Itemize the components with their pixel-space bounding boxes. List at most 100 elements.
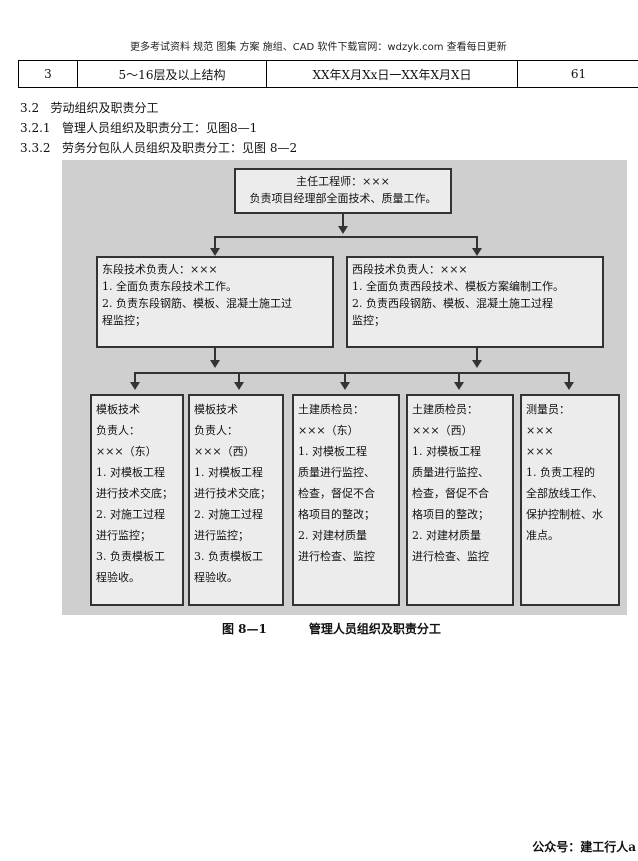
section-title: 劳动组织及职责分工	[50, 101, 159, 115]
box-line: 质量进行监控、	[412, 466, 489, 479]
formwork-lead-east-box: 模板技术 负责人： ×××（东） 1. 对模板工程 进行技术交底； 2. 对施工…	[90, 394, 184, 606]
box-line: 2. 对施工过程	[194, 508, 263, 521]
arrow-icon	[472, 248, 482, 256]
box-line: 1. 全面负责东段技术工作。	[102, 280, 237, 293]
caption-number: 图 8—1	[222, 622, 267, 636]
table-row: 3 5～16层及以上结构 XX年X月Xx日一XX年X月X日 61	[18, 60, 638, 88]
connector	[476, 348, 478, 366]
box-line: 西段技术负责人：×××	[352, 263, 468, 276]
connector	[134, 372, 136, 384]
box-line: ×××	[526, 424, 554, 437]
footer-credit: 公众号：建工行人a	[532, 840, 636, 854]
box-line: 土建质检员：	[298, 403, 364, 416]
box-line: 进行监控；	[96, 529, 151, 542]
arrow-icon	[210, 360, 220, 368]
arrow-icon	[338, 226, 348, 234]
box-line: 负责人：	[194, 424, 238, 437]
box-line: ×××（西）	[412, 424, 473, 437]
row-days: 61	[517, 60, 638, 88]
connector	[238, 372, 240, 384]
arrow-icon	[130, 382, 140, 390]
connector	[214, 236, 216, 250]
box-line: 模板技术	[194, 403, 238, 416]
section-number: 3.3.2	[20, 141, 51, 155]
box-line: 2. 对建材质量	[412, 529, 481, 542]
connector	[344, 372, 346, 384]
box-line: 土建质检员：	[412, 403, 478, 416]
schedule-table: 3 5～16层及以上结构 XX年X月Xx日一XX年X月X日 61	[18, 60, 638, 88]
box-line: 1. 对模板工程	[96, 466, 165, 479]
box-line: 模板技术	[96, 403, 140, 416]
figure-caption: 图 8—1 管理人员组织及职责分工	[222, 620, 483, 637]
arrow-icon	[564, 382, 574, 390]
formwork-lead-west-box: 模板技术 负责人： ×××（西） 1. 对模板工程 进行技术交底； 2. 对施工…	[188, 394, 284, 606]
arrow-icon	[210, 248, 220, 256]
row-period: XX年X月Xx日一XX年X月X日	[266, 60, 518, 88]
box-line: 格项目的整改；	[298, 508, 375, 521]
box-line: 2. 负责东段钢筋、模板、混凝土施工过	[102, 297, 292, 310]
section-heading: 3.2 劳动组织及职责分工	[20, 99, 159, 116]
row-index: 3	[18, 60, 78, 88]
box-line: 准点。	[526, 529, 559, 542]
box-line: ×××（东）	[96, 445, 157, 458]
box-line: 东段技术负责人：×××	[102, 263, 218, 276]
box-line: 监控；	[352, 314, 385, 327]
box-line: 2. 负责西段钢筋、模板、混凝土施工过程	[352, 297, 553, 310]
row-scope: 5～16层及以上结构	[77, 60, 267, 88]
connector	[134, 372, 570, 374]
section-title: 劳务分包队人员组织及职责分工：见图 8—2	[62, 141, 298, 155]
box-line: 2. 对施工过程	[96, 508, 165, 521]
box-line: 测量员：	[526, 403, 570, 416]
caption-title: 管理人员组织及职责分工	[308, 622, 441, 636]
connector	[458, 372, 460, 384]
org-chart-figure: 主任工程师：××× 负责项目经理部全面技术、质量工作。 东段技术负责人：××× …	[62, 160, 627, 615]
box-line: 全部放线工作、	[526, 487, 603, 500]
box-line: 进行检查、监控	[412, 550, 489, 563]
box-line: 程监控；	[102, 314, 146, 327]
connector	[342, 214, 344, 232]
connector	[214, 348, 216, 366]
box-line: 主任工程师：×××	[296, 175, 390, 188]
quality-inspector-west-box: 土建质检员： ×××（西） 1. 对模板工程 质量进行监控、 检查，督促不合 格…	[406, 394, 514, 606]
box-line: 1. 全面负责西段技术、模板方案编制工作。	[352, 280, 564, 293]
box-line: 质量进行监控、	[298, 466, 375, 479]
section-title: 管理人员组织及职责分工：见图8—1	[62, 121, 258, 135]
connector	[214, 236, 478, 238]
box-line: 程验收。	[194, 571, 238, 584]
arrow-icon	[234, 382, 244, 390]
connector	[476, 236, 478, 250]
box-line: 进行监控；	[194, 529, 249, 542]
arrow-icon	[454, 382, 464, 390]
arrow-icon	[340, 382, 350, 390]
section-number: 3.2.1	[20, 121, 51, 135]
east-tech-lead-box: 东段技术负责人：××× 1. 全面负责东段技术工作。 2. 负责东段钢筋、模板、…	[96, 256, 334, 348]
box-line: ×××（东）	[298, 424, 359, 437]
section-heading: 3.2.1 管理人员组织及职责分工：见图8—1	[20, 119, 257, 136]
box-line: ×××	[526, 445, 554, 458]
box-line: 2. 对建材质量	[298, 529, 367, 542]
box-line: 保护控制桩、水	[526, 508, 603, 521]
box-line: 进行技术交底；	[96, 487, 173, 500]
box-line: 3. 负责模板工	[96, 550, 165, 563]
box-line: 1. 对模板工程	[298, 445, 367, 458]
box-line: 1. 对模板工程	[412, 445, 481, 458]
box-line: 负责项目经理部全面技术、质量工作。	[249, 192, 437, 205]
section-heading: 3.3.2 劳务分包队人员组织及职责分工：见图 8—2	[20, 139, 297, 156]
box-line: 1. 负责工程的	[526, 466, 595, 479]
box-line: 检查，督促不合	[412, 487, 489, 500]
box-line: 进行检查、监控	[298, 550, 375, 563]
surveyor-box: 测量员： ××× ××× 1. 负责工程的 全部放线工作、 保护控制桩、水 准点…	[520, 394, 620, 606]
box-line: ×××（西）	[194, 445, 255, 458]
section-number: 3.2	[20, 101, 40, 115]
box-line: 格项目的整改；	[412, 508, 489, 521]
box-line: 检查，督促不合	[298, 487, 375, 500]
connector	[568, 372, 570, 384]
quality-inspector-east-box: 土建质检员： ×××（东） 1. 对模板工程 质量进行监控、 检查，督促不合 格…	[292, 394, 400, 606]
box-line: 1. 对模板工程	[194, 466, 263, 479]
site-header: 更多考试资料 规范 图集 方案 施组、CAD 软件下载官网：wdzyk.com …	[130, 42, 507, 53]
west-tech-lead-box: 西段技术负责人：××× 1. 全面负责西段技术、模板方案编制工作。 2. 负责西…	[346, 256, 604, 348]
chief-engineer-box: 主任工程师：××× 负责项目经理部全面技术、质量工作。	[234, 168, 452, 214]
box-line: 3. 负责模板工	[194, 550, 263, 563]
arrow-icon	[472, 360, 482, 368]
box-line: 负责人：	[96, 424, 140, 437]
